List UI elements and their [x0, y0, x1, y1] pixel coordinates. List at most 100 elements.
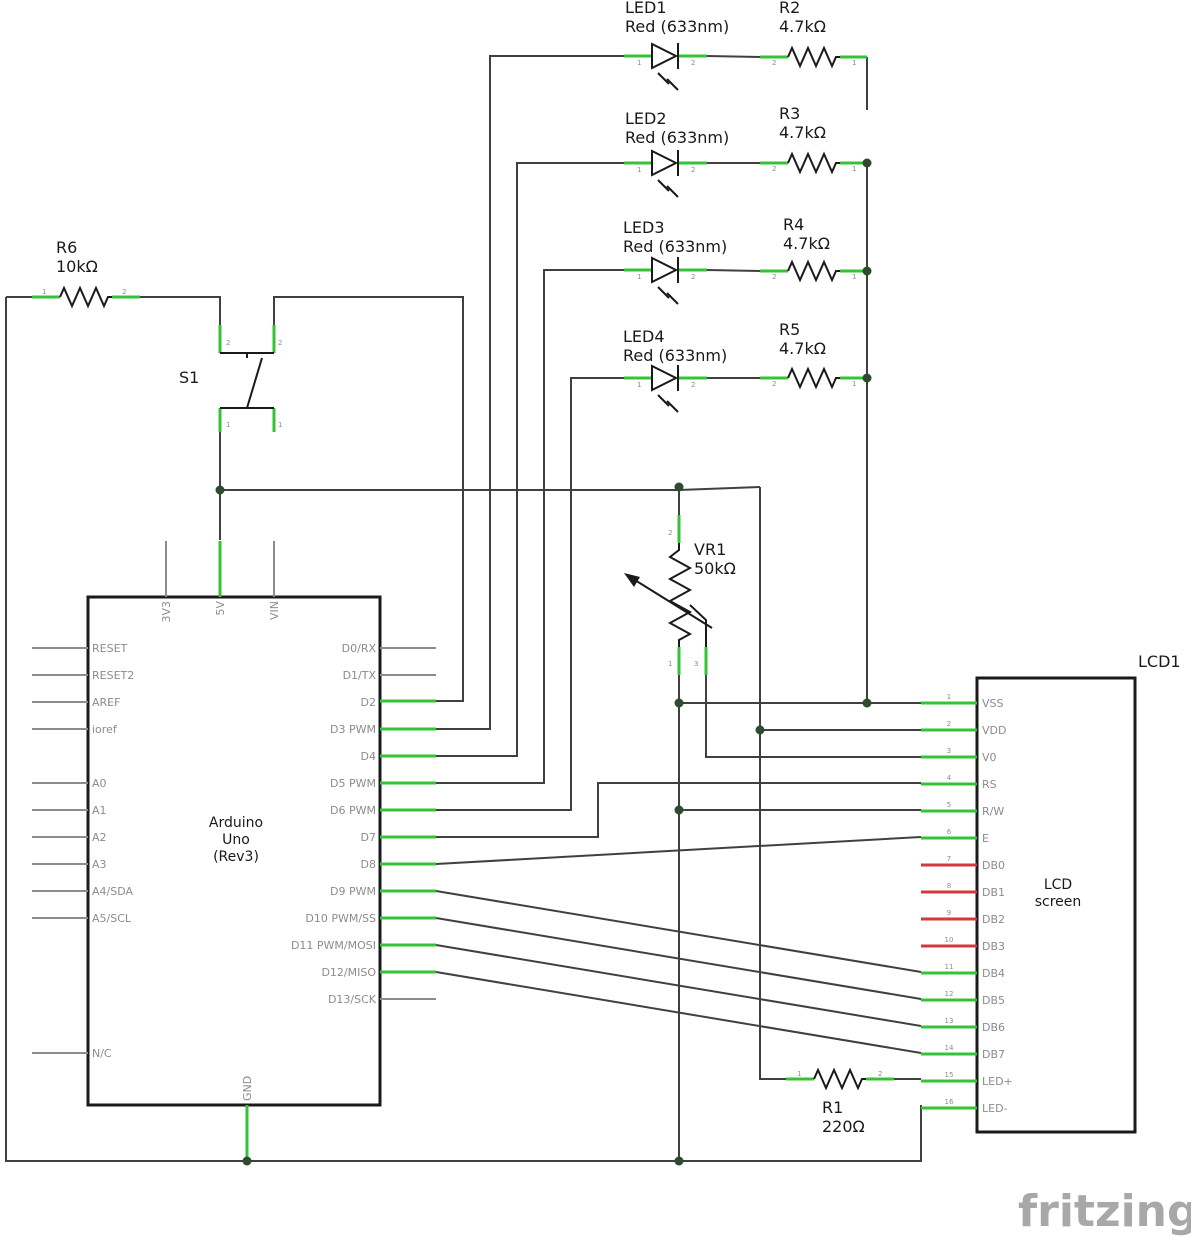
pin-label-d11: D11 PWM/MOSI: [291, 939, 376, 952]
led3-pin-num-1: 1: [637, 273, 641, 281]
lcd-body-line1: LCD: [1044, 877, 1072, 893]
resistor-r5[interactable]: R5 4.7kΩ 2 1: [707, 320, 867, 390]
led-led2[interactable]: LED2 Red (633nm) 1 2: [624, 109, 729, 198]
led1-arrow1: [657, 72, 670, 85]
lcd-body-line2: screen: [1035, 894, 1082, 910]
led2-value: Red (633nm): [625, 128, 729, 147]
lcd-pin-label: VSS: [982, 697, 1004, 710]
junction-dot: [674, 698, 684, 708]
pin-label-d2: D2: [361, 696, 376, 709]
pin-label-a3: A3: [92, 858, 107, 871]
wire-d6-led4: [436, 377, 624, 811]
r3-zigzag: [787, 151, 840, 175]
lcd-pin-label: DB7: [982, 1048, 1005, 1061]
lcd-pin-label: DB4: [982, 967, 1005, 980]
junction-dot: [755, 725, 765, 735]
junction-dot: [242, 1156, 252, 1166]
led-led3[interactable]: LED3 Red (633nm) 1 2: [623, 218, 727, 305]
pin-label-a1: A1: [92, 804, 107, 817]
wire-switch-d2: [273, 296, 464, 702]
led3-pin-num-2: 2: [691, 273, 695, 281]
lcd-pin-label: LED+: [982, 1075, 1013, 1088]
pin-label-d1: D1/TX: [343, 669, 377, 682]
s1-name: S1: [179, 368, 199, 387]
vr1-value: 50kΩ: [694, 559, 736, 578]
led2-arrow1: [657, 179, 670, 192]
junction-dot: [862, 373, 872, 383]
r3-name: R3: [779, 104, 800, 123]
resistor-r2[interactable]: R2 4.7kΩ 2 1: [706, 0, 867, 69]
led4-name: LED4: [623, 327, 665, 346]
lcd-pin-number: 11: [945, 963, 954, 971]
wire-d11-db6: [435, 944, 922, 1027]
vr1-arrow-shaft: [629, 576, 713, 629]
pin-label-d12: D12/MISO: [321, 966, 376, 979]
pin-label-d9: D9 PWM: [330, 885, 376, 898]
switch-s1[interactable]: 2 2 1 1 S1: [179, 325, 282, 432]
lcd-pin-label: DB3: [982, 940, 1005, 953]
wire-d5-led3: [436, 269, 624, 784]
lcd-pin-label: V0: [982, 751, 997, 764]
r6-pin2-num: 2: [122, 288, 126, 296]
pin-label-d13: D13/SCK: [328, 993, 377, 1006]
r4-pin-num-2: 2: [772, 273, 776, 281]
r3-value: 4.7kΩ: [779, 123, 826, 142]
pin-label-a4: A4/SDA: [92, 885, 133, 898]
r1-pin-num-1: 1: [797, 1070, 801, 1078]
vr1-pin-num-2: 2: [668, 529, 672, 537]
r2-pin-num-2: 2: [772, 59, 776, 67]
pin-label-d10: D10 PWM/SS: [305, 912, 376, 925]
r4-value: 4.7kΩ: [783, 234, 830, 253]
lcd-pin-number: 15: [945, 1071, 954, 1079]
resistor-r4[interactable]: R4 4.7kΩ 2 1: [706, 215, 867, 283]
led-led4[interactable]: LED4 Red (633nm) 1 2: [623, 327, 727, 413]
r5-pin-num-1: 1: [852, 380, 856, 388]
junctions: [215, 158, 872, 1166]
resistor-r1[interactable]: 1 2 R1 220Ω: [786, 1067, 921, 1136]
resistor-r6[interactable]: 1 2 R6 10kΩ: [32, 238, 140, 309]
s1-pin-num-1b: 1: [278, 421, 282, 429]
pin-label-5v: 5V: [214, 601, 227, 616]
wire-d10-db5: [435, 917, 922, 1000]
pin-label-vin: VIN: [268, 601, 281, 620]
led2-pin-num-1: 1: [637, 166, 641, 174]
led-led1[interactable]: LED1 Red (633nm) 1 2: [624, 0, 729, 91]
lcd-pin-label: LED-: [982, 1102, 1008, 1115]
r4-pin-num-1: 1: [852, 273, 856, 281]
junction-dot: [862, 698, 872, 708]
lcd-pin-label: DB2: [982, 913, 1005, 926]
r5-name: R5: [779, 320, 800, 339]
led4-value: Red (633nm): [623, 346, 727, 365]
junction-dot: [862, 266, 872, 276]
resistor-r3[interactable]: R3 4.7kΩ 2 1: [707, 104, 867, 175]
lcd-pin-number: 12: [945, 990, 954, 998]
pin-label-d7: D7: [361, 831, 376, 844]
potentiometer-vr1[interactable]: VR1 50kΩ 2 1 3: [624, 515, 736, 675]
wires: [5, 55, 922, 1162]
led4-pin-num-1: 1: [637, 381, 641, 389]
r3-pin-num-1: 1: [852, 165, 856, 173]
lcd-pin-number: 9: [947, 909, 951, 917]
lcd-pin-label: E: [982, 832, 989, 845]
pin-label-d8: D8: [361, 858, 376, 871]
led4-triangle: [651, 364, 679, 392]
wire-d9-db4: [435, 890, 922, 973]
pin-label-a5: A5/SCL: [92, 912, 132, 925]
led1-name: LED1: [625, 0, 667, 17]
led1-value: Red (633nm): [625, 17, 729, 36]
s1-pin-num-1a: 1: [226, 421, 230, 429]
junction-dot: [674, 1156, 684, 1166]
wire-d4-led2: [436, 162, 624, 757]
s1-pin-num-2b: 2: [278, 339, 282, 347]
s1-lever: [246, 357, 263, 409]
wire-gnd-bus: [5, 297, 922, 1162]
r2-wire-left: [706, 55, 761, 58]
arduino-uno[interactable]: Arduino Uno (Rev3) RESET RESET2 AREF ior…: [32, 541, 436, 1161]
pin-label-a0: A0: [92, 777, 107, 790]
lcd-pin-number: 7: [947, 855, 951, 863]
r3-pin-num-2: 2: [772, 165, 776, 173]
r1-value: 220Ω: [822, 1117, 865, 1136]
vr1-arrow-head: [624, 573, 640, 587]
